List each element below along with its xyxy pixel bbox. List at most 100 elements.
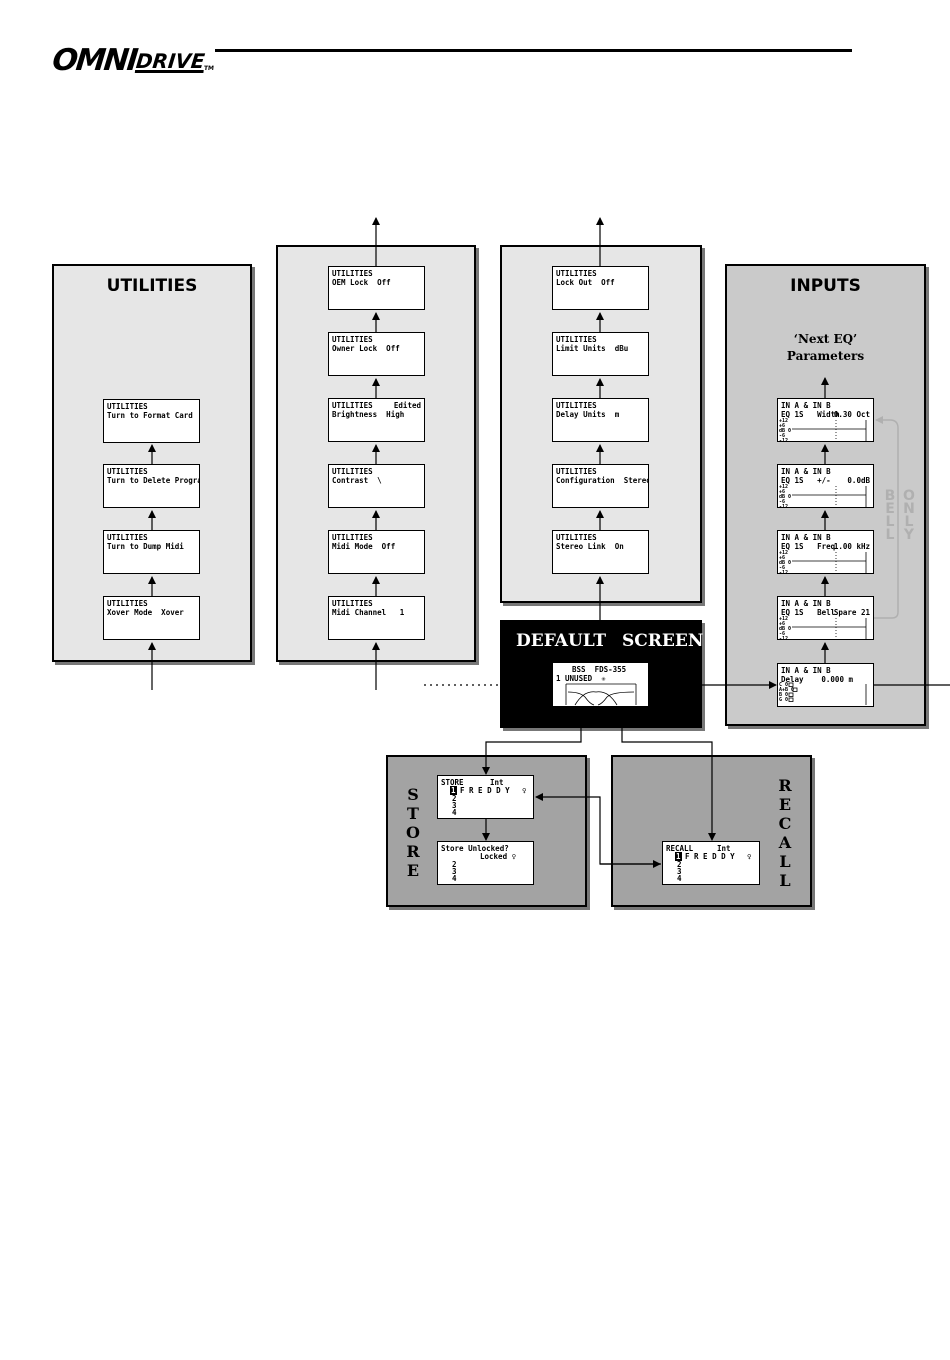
slot-row: 4 — [452, 808, 457, 817]
screen-line: Xover Mode Xover — [107, 608, 184, 617]
header-rule — [215, 49, 852, 52]
arrow — [535, 793, 661, 865]
default-lcd-screen[interactable]: BSS FDS-355 1 UNUSED ✳ — [552, 662, 649, 707]
scale-tick: -12 — [779, 504, 789, 510]
bell-letter: B — [884, 488, 896, 504]
configuration-screen[interactable]: UTILITIES Configuration Stereo — [552, 464, 649, 508]
slot-row: 4 — [452, 874, 457, 883]
scale-tick: +6 — [779, 489, 786, 495]
screen-line: UTILITIES — [107, 599, 148, 608]
screen-line: BSS FDS-355 — [572, 665, 627, 674]
oem-lock-screen[interactable]: UTILITIES OEM Lock Off — [328, 266, 425, 310]
screen-line: EQ 1S Width — [781, 410, 840, 419]
bell-letter: L — [885, 527, 895, 543]
scale-tick: dB 0 — [779, 428, 792, 434]
utilities-format-card-screen[interactable]: UTILITIES Turn to Format Card — [103, 399, 200, 443]
scale-tick: +12 — [779, 484, 789, 490]
channel-row: B 0 — [779, 692, 789, 698]
scale-tick: -12 — [779, 636, 789, 642]
screen-line: EQ 1S Bell — [781, 608, 836, 617]
utilities-dump-midi-screen[interactable]: UTILITIES Turn to Dump Midi — [103, 530, 200, 574]
screen-line: Delay — [781, 675, 804, 684]
screen-line: Turn to Dump Midi — [107, 542, 184, 551]
memory-type: Int — [717, 844, 731, 853]
slot-row: 2 — [452, 794, 457, 803]
channel-row: C 0 — [779, 682, 789, 688]
scale-tick: dB 0 — [779, 626, 792, 632]
screen-line: EQ 1S Freq — [781, 542, 836, 551]
recall-letter: A — [778, 833, 792, 852]
screen-line: Owner Lock Off — [332, 344, 400, 353]
screen-line: IN A & IN B — [781, 401, 831, 410]
screen-line: UTILITIES — [332, 599, 373, 608]
screen-line: UTILITIES — [107, 533, 148, 542]
screen-line: Turn to Format Card — [107, 411, 193, 420]
screen-line: UTILITIES — [556, 467, 597, 476]
recall-letter: R — [778, 776, 792, 795]
midi-channel-screen[interactable]: UTILITIES Midi Channel 1 — [328, 596, 425, 640]
program-name: F R E D D Y — [685, 852, 735, 861]
recall-letter: C — [778, 814, 792, 833]
slot-row: 2 — [677, 860, 682, 869]
delay-units-screen[interactable]: UTILITIES Delay Units m — [552, 398, 649, 442]
recall-letter: L — [779, 871, 791, 890]
midi-mode-screen[interactable]: UTILITIES Midi Mode Off — [328, 530, 425, 574]
eq-gain-screen[interactable]: IN A & IN B EQ 1S +/-0.0dB — [777, 464, 874, 508]
recall-letter: E — [778, 795, 792, 814]
lock-out-screen[interactable]: UTILITIES Lock Out Off — [552, 266, 649, 310]
store-letter: R — [406, 842, 420, 861]
program-name: F R E D D Y — [460, 786, 510, 795]
limit-units-screen[interactable]: UTILITIES Limit Units dBu — [552, 332, 649, 376]
owner-lock-screen[interactable]: UTILITIES Owner Lock Off — [328, 332, 425, 376]
store-letter: O — [406, 823, 420, 842]
arrow — [482, 707, 582, 775]
store-letter: E — [406, 861, 420, 880]
screen-label: SCREEN — [622, 631, 704, 651]
screen-value: 0.30 Oct — [833, 410, 870, 419]
store-letter: T — [407, 804, 419, 823]
stereo-link-screen[interactable]: UTILITIES Stereo Link On — [552, 530, 649, 574]
bell-letter: E — [885, 501, 895, 517]
scale-tick: -12 — [779, 570, 789, 576]
screen-line: RECALL — [666, 844, 694, 853]
screen-line: UTILITIES — [556, 401, 597, 410]
only-letter: N — [903, 501, 915, 517]
contrast-screen[interactable]: UTILITIES Contrast \ — [328, 464, 425, 508]
slot-row: 2 — [452, 860, 457, 869]
screen-line: IN A & IN B — [781, 533, 831, 542]
delay-meter — [792, 687, 798, 692]
slot-row: 3 — [677, 867, 682, 876]
scale-tick: dB 0 — [779, 494, 792, 500]
only-letter: L — [904, 514, 914, 530]
screen-value: 0.000 m — [821, 675, 853, 684]
utilities-delete-program-screen[interactable]: UTILITIES Turn to Delete Program — [103, 464, 200, 508]
screen-line: UTILITIES — [332, 269, 373, 278]
delay-meter — [788, 682, 794, 687]
screen-value: Spare 21 — [833, 608, 870, 617]
inputs-panel-title: INPUTS — [790, 276, 861, 296]
crossover-curve — [567, 691, 595, 706]
screen-line: STORE — [441, 778, 464, 787]
screen-line: Contrast \ — [332, 476, 382, 485]
screen-line: Store Unlocked? — [441, 844, 509, 853]
slot-row: 3 — [452, 801, 457, 810]
screen-line: UTILITIES — [556, 335, 597, 344]
lock-icon: ♀ — [522, 786, 527, 795]
memory-type: Int — [490, 778, 504, 787]
scale-tick: dB 0 — [779, 560, 792, 566]
utilities-xover-mode-screen[interactable]: UTILITIES Xover Mode Xover — [103, 596, 200, 640]
